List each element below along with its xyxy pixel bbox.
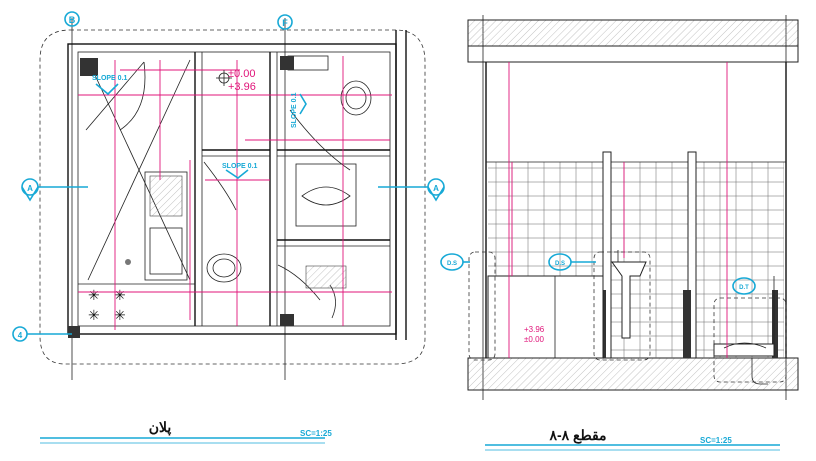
svg-text:B: B bbox=[69, 15, 76, 25]
floor-drain-icon bbox=[125, 259, 131, 265]
section-scale: SC=1:25 bbox=[700, 436, 732, 445]
plan-scale: SC=1:25 bbox=[300, 429, 332, 438]
column-top-left bbox=[80, 58, 98, 76]
dimension-lines bbox=[78, 56, 392, 330]
grid-bubble-f: F bbox=[277, 14, 293, 30]
section-level-bottom: ±0.00 bbox=[524, 335, 545, 344]
section-drawing: +3.96 ±0.00 D.S D.S D.T ۸-۸ مقطع SC=1:25 bbox=[440, 15, 799, 451]
slope-label-3: SLOPE 0.1 bbox=[291, 92, 298, 128]
door-swing-4 bbox=[277, 264, 321, 301]
pedestal-sink-icon bbox=[611, 261, 647, 339]
plan-outline bbox=[39, 29, 426, 365]
section-dimensions bbox=[508, 62, 728, 358]
svg-text:✳: ✳ bbox=[114, 287, 126, 303]
floor-plan: ✳ ✳ ✳ ✳ bbox=[12, 11, 445, 444]
slope-arrow-3-icon bbox=[299, 93, 307, 115]
shower-tray bbox=[144, 171, 188, 281]
svg-text:✳: ✳ bbox=[88, 287, 100, 303]
wc-icon bbox=[713, 343, 775, 357]
washbasin-icon bbox=[206, 253, 242, 283]
detail-box-left bbox=[468, 251, 496, 361]
grid-bubble-b: B bbox=[64, 11, 80, 27]
svg-text:✳: ✳ bbox=[88, 307, 100, 323]
plan-title: پلان bbox=[149, 419, 172, 436]
partition-post-1 bbox=[602, 151, 612, 359]
toilet-icon bbox=[305, 265, 347, 289]
detail-tag-left: D.S bbox=[440, 253, 470, 271]
detail-box-mid bbox=[593, 251, 651, 361]
svg-text:✳: ✳ bbox=[114, 307, 126, 323]
detail-tag-mid: D.S bbox=[548, 253, 596, 271]
svg-text:A: A bbox=[27, 184, 33, 193]
roof-slab bbox=[467, 19, 799, 47]
bathtub-icon bbox=[295, 163, 357, 227]
slope-arrow-2-icon bbox=[225, 169, 249, 179]
svg-text:4: 4 bbox=[18, 331, 23, 340]
section-marker-left: A bbox=[21, 178, 88, 202]
plan-level-top: ±0.00 bbox=[228, 68, 255, 80]
door-swing-2 bbox=[203, 161, 237, 211]
slope-arrow-1-icon bbox=[95, 83, 119, 96]
slope-label-1: SLOPE 0.1 bbox=[92, 75, 128, 82]
section-title: ۸-۸ مقطع bbox=[548, 427, 606, 444]
svg-text:D.S: D.S bbox=[555, 261, 565, 267]
inner-wall bbox=[77, 51, 391, 327]
section-marker-right: A bbox=[378, 178, 445, 202]
bench bbox=[487, 275, 604, 359]
svg-text:F: F bbox=[282, 18, 288, 28]
door-swing-1 bbox=[119, 61, 146, 131]
slope-label-2: SLOPE 0.1 bbox=[222, 163, 258, 170]
svg-text:A: A bbox=[433, 184, 439, 193]
section-level-top: +3.96 bbox=[524, 325, 545, 334]
door-swing-3 bbox=[289, 109, 351, 171]
planter-symbols: ✳ ✳ ✳ ✳ bbox=[88, 287, 126, 323]
floor-slab bbox=[467, 357, 799, 391]
washbasin-2-icon bbox=[340, 80, 372, 116]
partition-post-2 bbox=[687, 151, 697, 359]
detail-box-right bbox=[713, 297, 787, 383]
svg-text:D.S: D.S bbox=[447, 261, 457, 267]
detail-tag-right: D.T bbox=[732, 277, 756, 295]
grid-bubble-4: 4 bbox=[12, 326, 72, 342]
svg-text:D.T: D.T bbox=[739, 285, 749, 291]
void-cross-b bbox=[87, 59, 191, 281]
plan-level-bottom: +3.96 bbox=[228, 81, 256, 93]
